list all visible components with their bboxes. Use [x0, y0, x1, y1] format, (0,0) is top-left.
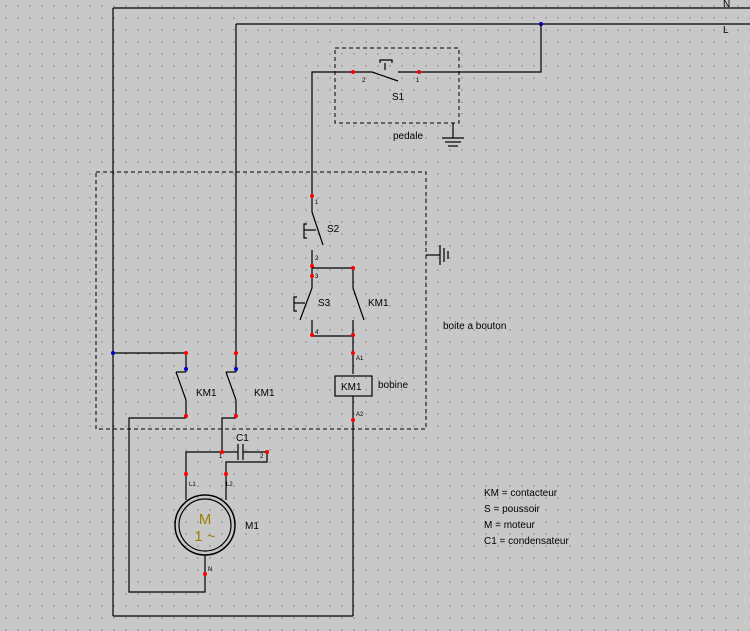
- motor-symbol-ac: 1 ~: [194, 528, 216, 545]
- terminal: [351, 418, 355, 422]
- terminal: [310, 194, 314, 198]
- motor-m1[interactable]: [174, 494, 236, 556]
- terminal: [184, 351, 188, 355]
- s1-label: S1: [392, 92, 405, 103]
- capacitor-c1[interactable]: [185, 444, 268, 480]
- c1-pin-1: 1: [219, 454, 223, 460]
- terminal: [310, 274, 314, 278]
- pedal-enclosure: [334, 47, 460, 124]
- motor-pin-l1: L1: [189, 482, 196, 488]
- s2-pin-1: 1: [315, 200, 319, 206]
- terminal: [310, 264, 314, 268]
- motor-pin-l2: L2: [226, 482, 233, 488]
- legend-item: M = moteur: [484, 520, 536, 531]
- rail-n: [112, 7, 750, 616]
- km1-main-label-1: KM1: [196, 388, 217, 399]
- legend: KM = contacteur S = poussoir M = moteur …: [484, 488, 569, 547]
- capacitor-label: C1: [236, 433, 249, 444]
- pedal-label: pedale: [393, 131, 423, 142]
- motor-wires: [185, 480, 227, 574]
- terminal: [184, 472, 188, 476]
- s3-pin-3: 3: [315, 274, 319, 280]
- legend-item: C1 = condensateur: [484, 536, 569, 547]
- terminal: [417, 70, 421, 74]
- junction-node: [111, 351, 115, 355]
- km1-main-contact-1: [175, 371, 187, 401]
- terminal: [265, 450, 269, 454]
- pedal-wires: [311, 24, 542, 196]
- coil-pin-a2: A2: [356, 412, 364, 418]
- button-box-enclosure: [95, 171, 427, 430]
- coil-name-label: bobine: [378, 380, 408, 391]
- rail-l-label: L: [723, 25, 729, 36]
- km1-aux-label: KM1: [368, 298, 389, 309]
- terminal: [351, 351, 355, 355]
- terminal: [203, 572, 207, 576]
- legend-item: S = poussoir: [484, 504, 541, 515]
- pushbutton-s3[interactable]: [293, 287, 313, 321]
- coil-box-label: KM1: [341, 382, 362, 393]
- terminal: [234, 367, 238, 371]
- terminal: [234, 414, 238, 418]
- motor-pin-n: N: [208, 567, 212, 573]
- c1-pin-2: 2: [260, 454, 264, 460]
- ground-symbol: [442, 123, 464, 147]
- s1-pin-2: 2: [362, 78, 366, 84]
- terminal: [220, 450, 224, 454]
- s2-label: S2: [327, 224, 340, 235]
- km1-main-label-2: KM1: [254, 388, 275, 399]
- legend-item: KM = contacteur: [484, 488, 558, 499]
- motor-label: M1: [245, 521, 259, 532]
- terminal: [351, 70, 355, 74]
- s3-label: S3: [318, 298, 331, 309]
- motor-symbol-m: M: [199, 511, 212, 528]
- rail-l: [235, 23, 750, 353]
- km1-aux-contact: [352, 287, 365, 321]
- terminal: [234, 351, 238, 355]
- s3-pin-4: 4: [315, 330, 319, 336]
- s1-pin-1: 1: [416, 78, 420, 84]
- terminal: [224, 472, 228, 476]
- rail-n-label: N: [723, 0, 730, 10]
- earth-symbol: [426, 245, 449, 265]
- terminal: [184, 367, 188, 371]
- button-box-label: boite a bouton: [443, 321, 506, 332]
- terminal: [310, 333, 314, 337]
- coil-pin-a1: A1: [356, 356, 364, 362]
- terminal: [351, 333, 355, 337]
- s2-pin-2: 2: [315, 256, 319, 262]
- terminal: [351, 266, 355, 270]
- km1-main-contact-2: [225, 371, 237, 401]
- terminal: [184, 414, 188, 418]
